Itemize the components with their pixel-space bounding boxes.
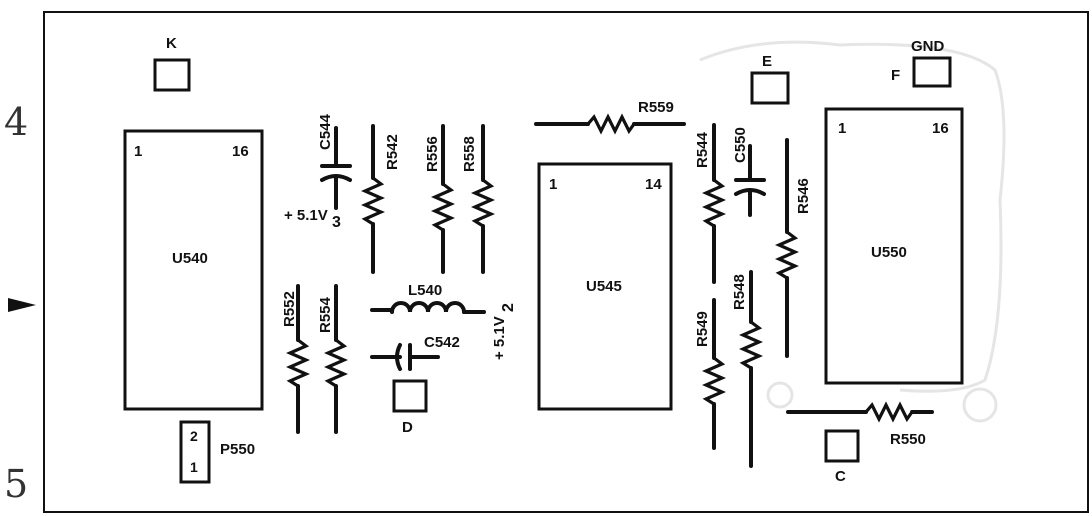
ic-u545-pin-last: 14: [645, 176, 662, 193]
margin-row-label-top: 4: [4, 100, 28, 144]
pad-gnd-label: GND: [911, 38, 945, 55]
capacitor-c542: [370, 343, 440, 371]
resistor-r559: [534, 113, 686, 135]
resistor-r554-label: R554: [317, 296, 334, 333]
voltage-v3-subscript: 3: [332, 214, 341, 231]
faint-background-trace: [699, 40, 1006, 423]
resistor-r544: [702, 123, 726, 284]
resistor-r549: [702, 298, 726, 450]
resistor-r544-label: R544: [694, 131, 711, 168]
pad-d-label: D: [402, 419, 413, 436]
pad-k: [153, 58, 191, 92]
voltage-v2-main: + 5.1V: [491, 316, 508, 360]
connector-p550-pin-top: 2: [190, 428, 198, 444]
pad-c: [824, 429, 860, 463]
ic-u550-label: U550: [871, 244, 907, 261]
ic-u540-pin-last: 16: [232, 143, 249, 160]
ic-u540-pin-first: 1: [134, 143, 142, 160]
capacitor-c550-label: C550: [732, 127, 749, 163]
resistor-r558-label: R558: [461, 136, 478, 172]
connector-p550-label: P550: [220, 441, 255, 458]
pad-e: [750, 71, 790, 105]
resistor-r542: [361, 124, 385, 274]
resistor-r550-label: R550: [890, 431, 926, 448]
ic-u550-pin-first: 1: [838, 120, 846, 137]
resistor-r548: [739, 270, 763, 468]
ic-u540-label: U540: [172, 250, 208, 267]
resistor-r546: [775, 138, 799, 358]
connector-p550: [179, 420, 211, 484]
inductor-l540: [370, 301, 486, 314]
capacitor-c550: [734, 144, 766, 217]
voltage-label-v3: + 5.1V 3: [284, 207, 341, 231]
connector-p550-pin-bottom: 1: [190, 459, 198, 475]
board-outline: [43, 11, 1089, 513]
resistor-r550: [786, 401, 934, 423]
voltage-v3-main: + 5.1V: [284, 207, 328, 224]
pad-f: [912, 56, 952, 88]
pad-f-label: F: [891, 67, 900, 84]
voltage-label-v2: + 5.1V 2: [491, 303, 517, 360]
resistor-r548-label: R548: [731, 274, 748, 310]
resistor-r558: [471, 124, 495, 274]
inductor-l540-label: L540: [408, 282, 442, 299]
capacitor-c544-label: C544: [317, 113, 334, 150]
resistor-r552: [286, 284, 310, 434]
pad-e-label: E: [762, 53, 772, 70]
margin-row-label-bottom: 5: [4, 462, 28, 506]
pad-k-label: K: [166, 35, 177, 52]
capacitor-c544: [320, 126, 352, 210]
pad-c-label: C: [835, 468, 846, 485]
ic-u540: [123, 129, 264, 411]
resistor-r546-label: R546: [795, 178, 812, 214]
resistor-r554: [324, 284, 348, 434]
resistor-r549-label: R549: [694, 311, 711, 347]
capacitor-c542-label: C542: [424, 334, 460, 351]
ic-u550-pin-last: 16: [932, 120, 949, 137]
ic-u545: [537, 162, 673, 411]
pad-d: [392, 379, 428, 413]
resistor-r559-label: R559: [638, 99, 674, 116]
ic-u550: [824, 107, 964, 385]
resistor-r552-label: R552: [281, 291, 298, 327]
margin-arrow-marker: [8, 298, 36, 312]
resistor-r542-label: R542: [384, 134, 401, 170]
resistor-r556-label: R556: [424, 136, 441, 172]
ic-u545-pin-first: 1: [549, 176, 557, 193]
resistor-r556: [431, 124, 455, 274]
voltage-v2-subscript: 2: [500, 303, 517, 312]
ic-u545-label: U545: [586, 278, 622, 295]
